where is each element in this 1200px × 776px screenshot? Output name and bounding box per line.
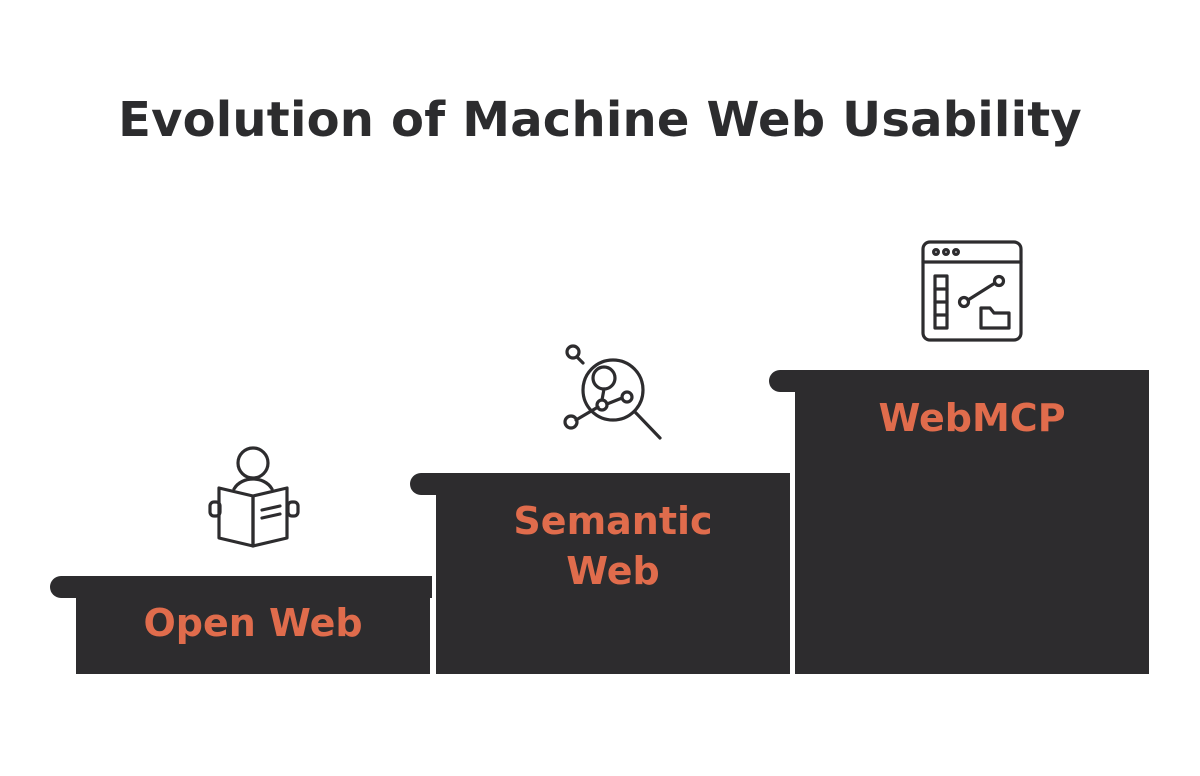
step-semantic-web-block bbox=[436, 473, 790, 674]
step-webmcp-label: WebMCP bbox=[878, 396, 1066, 440]
magnifier-network-icon bbox=[558, 340, 668, 450]
step-webmcp-block bbox=[795, 370, 1149, 674]
step-semantic-web-label-text: Semantic Web bbox=[513, 499, 713, 593]
step-open-web-block bbox=[76, 576, 430, 674]
page-title: Evolution of Machine Web Usability bbox=[118, 92, 1082, 148]
step-semantic-web-label: Semantic Web bbox=[436, 496, 790, 600]
browser-window-dashboard-icon bbox=[918, 238, 1026, 346]
step-open-web-label: Open Web bbox=[143, 601, 363, 645]
person-reading-book-icon bbox=[204, 444, 304, 550]
